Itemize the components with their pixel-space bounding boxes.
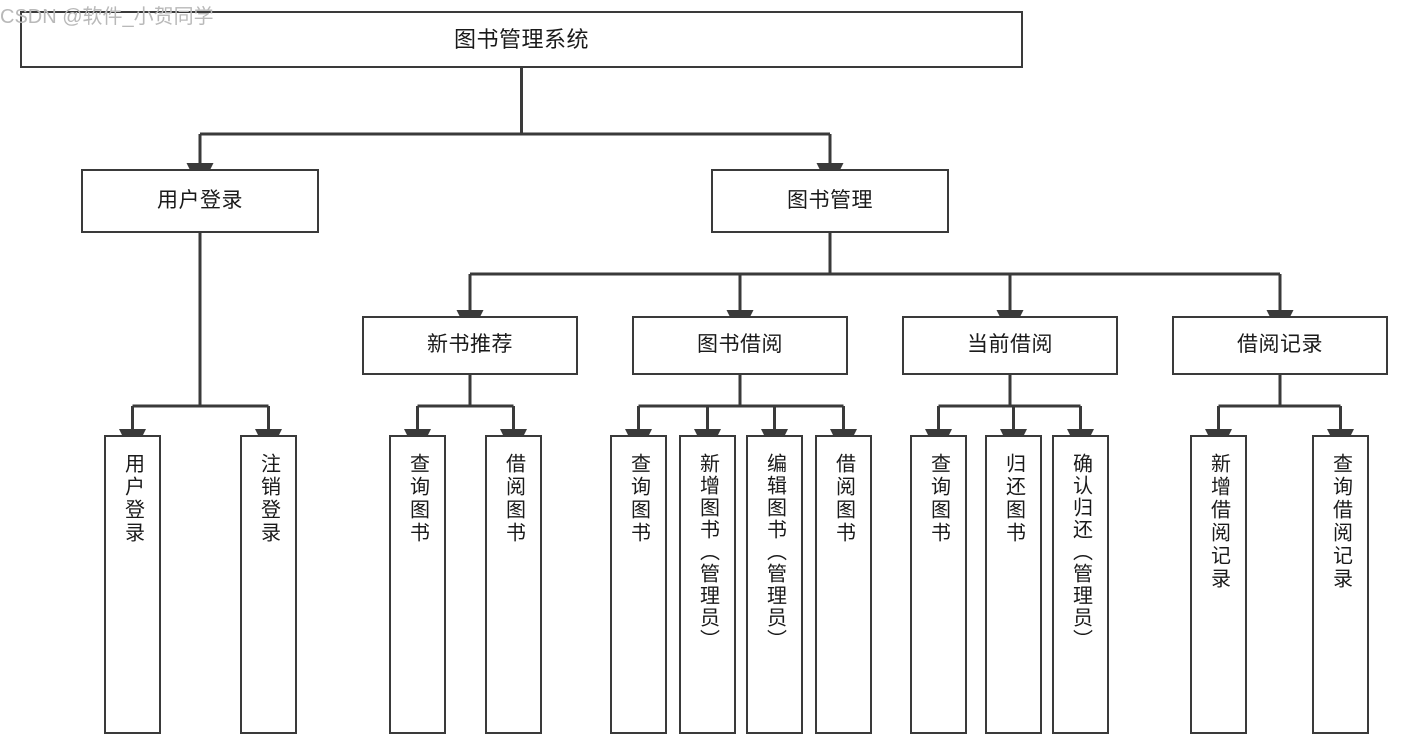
node-leaf-user-login[interactable]: 用户登录 (104, 435, 161, 734)
node-label: 注销登录 (257, 453, 280, 545)
node-leaf-bb-add[interactable]: 新增图书（管理员） (679, 435, 736, 734)
node-label: 查询图书 (627, 453, 650, 545)
node-leaf-nb-borrow[interactable]: 借阅图书 (485, 435, 542, 734)
node-label: 新增图书（管理员） (696, 453, 719, 651)
node-label: 新书推荐 (427, 333, 513, 357)
node-new-book-rec[interactable]: 新书推荐 (362, 316, 578, 375)
node-label: 借阅图书 (502, 453, 525, 545)
node-label: 编辑图书（管理员） (763, 453, 786, 651)
node-leaf-cb-query[interactable]: 查询图书 (910, 435, 967, 734)
node-label: 借阅记录 (1237, 333, 1323, 357)
node-leaf-cb-confirm[interactable]: 确认归还（管理员） (1052, 435, 1109, 734)
node-leaf-bb-edit[interactable]: 编辑图书（管理员） (746, 435, 803, 734)
node-label: 图书管理系统 (453, 26, 589, 52)
node-leaf-bb-query[interactable]: 查询图书 (610, 435, 667, 734)
node-label: 查询图书 (406, 453, 429, 545)
node-leaf-br-query[interactable]: 查询借阅记录 (1312, 435, 1369, 734)
node-book-manage[interactable]: 图书管理 (711, 169, 949, 233)
node-user-login[interactable]: 用户登录 (81, 169, 319, 233)
node-label: 图书借阅 (697, 333, 783, 357)
node-root[interactable]: 图书管理系统 (20, 11, 1023, 68)
node-label: 借阅图书 (832, 453, 855, 545)
node-borrow-record[interactable]: 借阅记录 (1172, 316, 1388, 375)
node-leaf-logout[interactable]: 注销登录 (240, 435, 297, 734)
node-label: 归还图书 (1002, 453, 1025, 545)
node-leaf-cb-return[interactable]: 归还图书 (985, 435, 1042, 734)
node-leaf-bb-borrow[interactable]: 借阅图书 (815, 435, 872, 734)
node-book-borrow[interactable]: 图书借阅 (632, 316, 848, 375)
node-label: 确认归还（管理员） (1069, 453, 1092, 651)
node-label: 用户登录 (121, 453, 144, 545)
node-label: 图书管理 (787, 188, 873, 212)
node-label: 查询图书 (927, 453, 950, 545)
node-label: 新增借阅记录 (1207, 453, 1230, 591)
node-label: 查询借阅记录 (1329, 453, 1352, 591)
node-leaf-nb-query[interactable]: 查询图书 (389, 435, 446, 734)
node-label: 当前借阅 (967, 333, 1053, 357)
node-leaf-br-add[interactable]: 新增借阅记录 (1190, 435, 1247, 734)
node-current-borrow[interactable]: 当前借阅 (902, 316, 1118, 375)
node-label: 用户登录 (157, 188, 243, 212)
